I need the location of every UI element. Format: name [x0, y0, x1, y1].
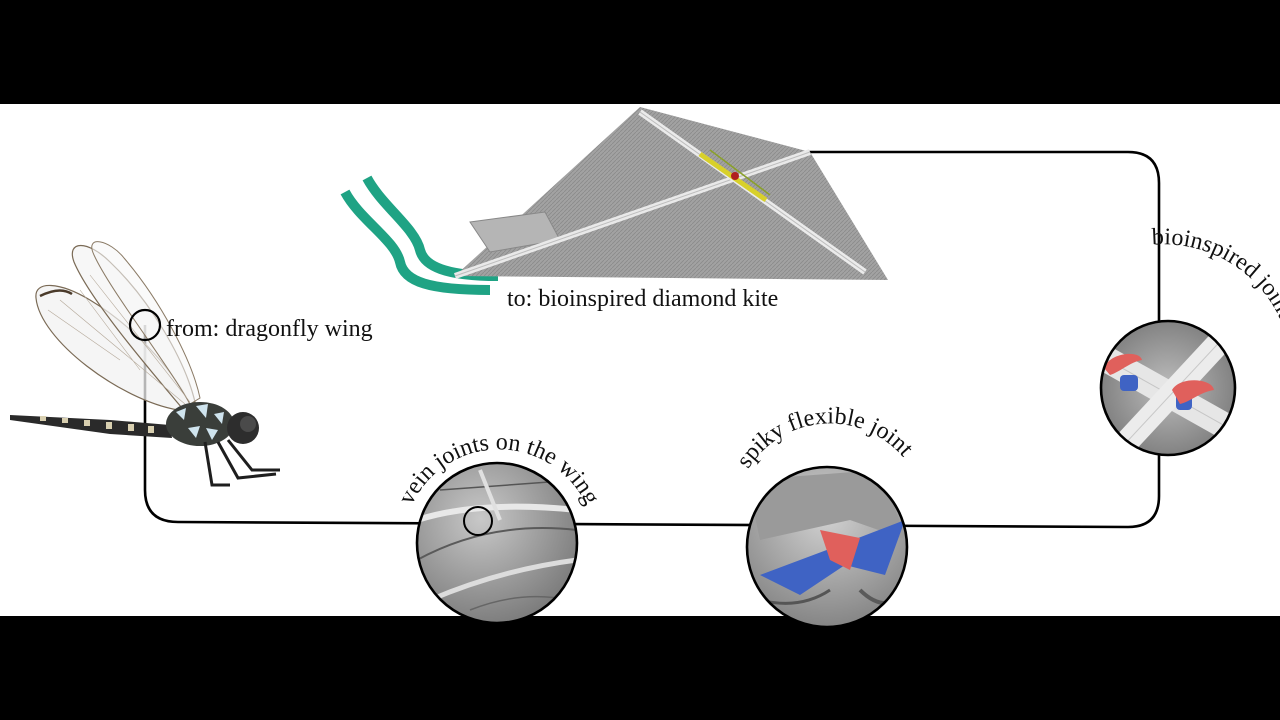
sem-vein-joint-image	[415, 461, 579, 625]
vein-joint-marker	[463, 506, 493, 536]
bottom-letterbox	[0, 616, 1280, 720]
to-label: to: bioinspired diamond kite	[507, 286, 778, 312]
diamond-kite-illustration	[340, 107, 888, 295]
connection-path	[143, 150, 1161, 529]
from-label: from: dragonfly wing	[166, 316, 373, 342]
dragonfly-illustration	[10, 241, 280, 487]
sem-spiky-joint-image	[745, 465, 909, 629]
wing-detail-marker	[128, 308, 162, 342]
3d-joint-model-image	[1099, 319, 1237, 457]
top-letterbox	[0, 0, 1280, 104]
